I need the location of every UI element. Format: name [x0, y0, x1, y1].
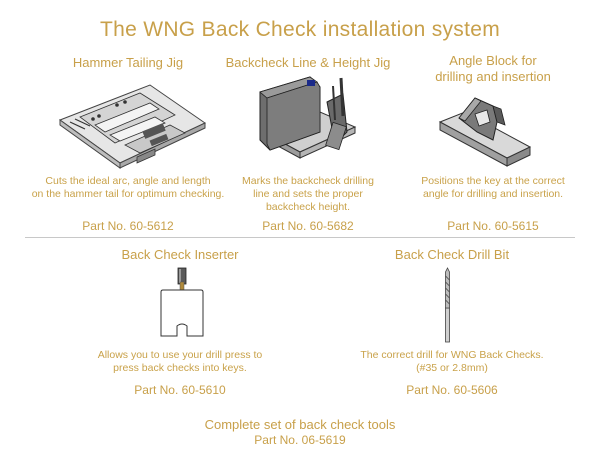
part-number-backcheck-height-jig: Part No. 60-5682 [262, 219, 354, 233]
tool-name-backcheck-height-jig: Backcheck Line & Height Jig [225, 55, 391, 70]
page-title: The WNG Back Check installation system [99, 18, 501, 41]
tool-description-backcheck-height-jig: Marks the backcheck drilling line and se… [242, 175, 374, 213]
backcheck-height-jig-icon [259, 76, 357, 159]
tool-description-angle-block: Positions the key at the correct angle f… [421, 175, 565, 200]
hammer-tailing-jig-icon [58, 84, 206, 169]
part-number-back-check-inserter: Part No. 60-5610 [134, 383, 226, 397]
tool-name-angle-block: Angle Block for drilling and insertion [435, 53, 551, 84]
back-check-inserter-icon [160, 267, 204, 337]
tool-name-back-check-inserter: Back Check Inserter [121, 247, 239, 262]
part-number-angle-block: Part No. 60-5615 [447, 219, 539, 233]
part-number-drill-bit: Part No. 60-5606 [406, 383, 498, 397]
tool-name-hammer-tailing-jig: Hammer Tailing Jig [72, 55, 184, 70]
tool-description-drill-bit: The correct drill for WNG Back Checks. (… [360, 349, 544, 374]
tool-description-back-check-inserter: Allows you to use your drill press to pr… [97, 349, 263, 374]
tool-description-hammer-tailing-jig: Cuts the ideal arc, angle and length on … [31, 175, 225, 200]
section-divider [25, 237, 575, 238]
tool-name-drill-bit: Back Check Drill Bit [394, 247, 510, 262]
complete-set-part-number: Part No. 06-5619 [254, 433, 346, 447]
complete-set-label: Complete set of back check tools [204, 417, 396, 432]
angle-block-icon [438, 97, 532, 167]
part-number-hammer-tailing-jig: Part No. 60-5612 [82, 219, 174, 233]
drill-bit-icon [445, 267, 450, 343]
